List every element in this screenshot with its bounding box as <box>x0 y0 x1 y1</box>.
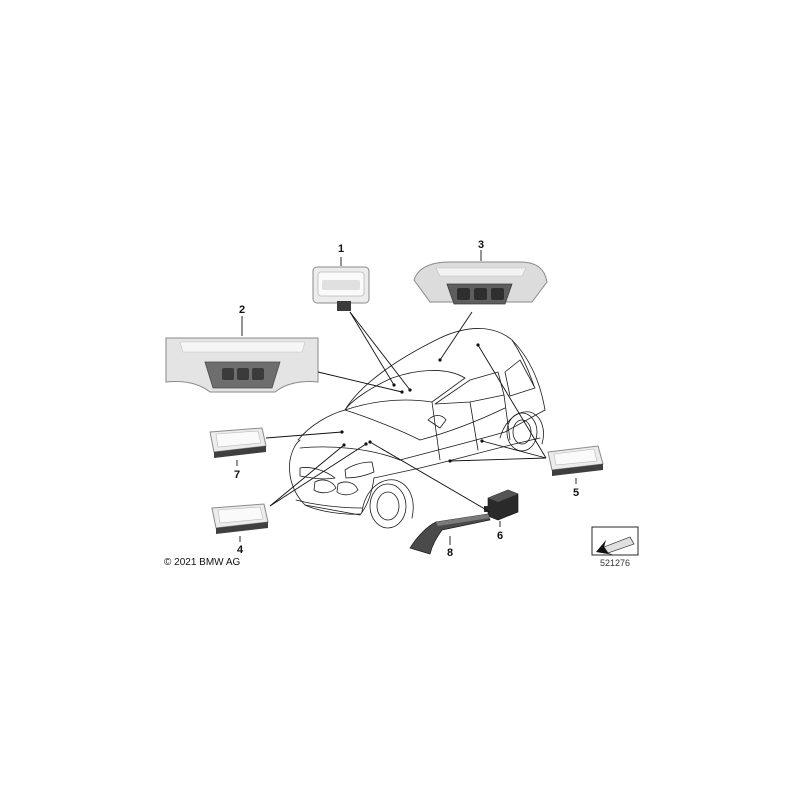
callout-4[interactable]: 4 <box>237 544 244 556</box>
leader-dots <box>340 343 484 463</box>
callout-1[interactable]: 1 <box>338 243 344 255</box>
callout-6[interactable]: 6 <box>497 530 503 542</box>
callout-3[interactable]: 3 <box>478 239 484 251</box>
copyright-text: © 2021 BMW AG <box>164 557 241 568</box>
part-7-glovebox-light[interactable] <box>209 427 267 458</box>
callout-7[interactable]: 7 <box>234 469 240 481</box>
part-1-interior-light[interactable] <box>312 266 370 311</box>
leader-lines <box>236 250 577 545</box>
callout-2[interactable]: 2 <box>239 304 245 316</box>
part-8-light-guide[interactable] <box>409 513 491 555</box>
part-2-front-roof-console[interactable] <box>165 337 319 393</box>
car-outline <box>289 328 546 529</box>
callout-5[interactable]: 5 <box>573 487 579 499</box>
part-6-connector[interactable] <box>484 489 519 521</box>
part-4-footwell-light[interactable] <box>211 503 269 534</box>
reference-number: 521276 <box>600 558 630 568</box>
part-3-rear-roof-console[interactable] <box>413 261 548 305</box>
direction-arrow-icon <box>591 526 639 556</box>
part-5-door-entry-light[interactable] <box>547 445 604 476</box>
callout-8[interactable]: 8 <box>447 547 453 559</box>
